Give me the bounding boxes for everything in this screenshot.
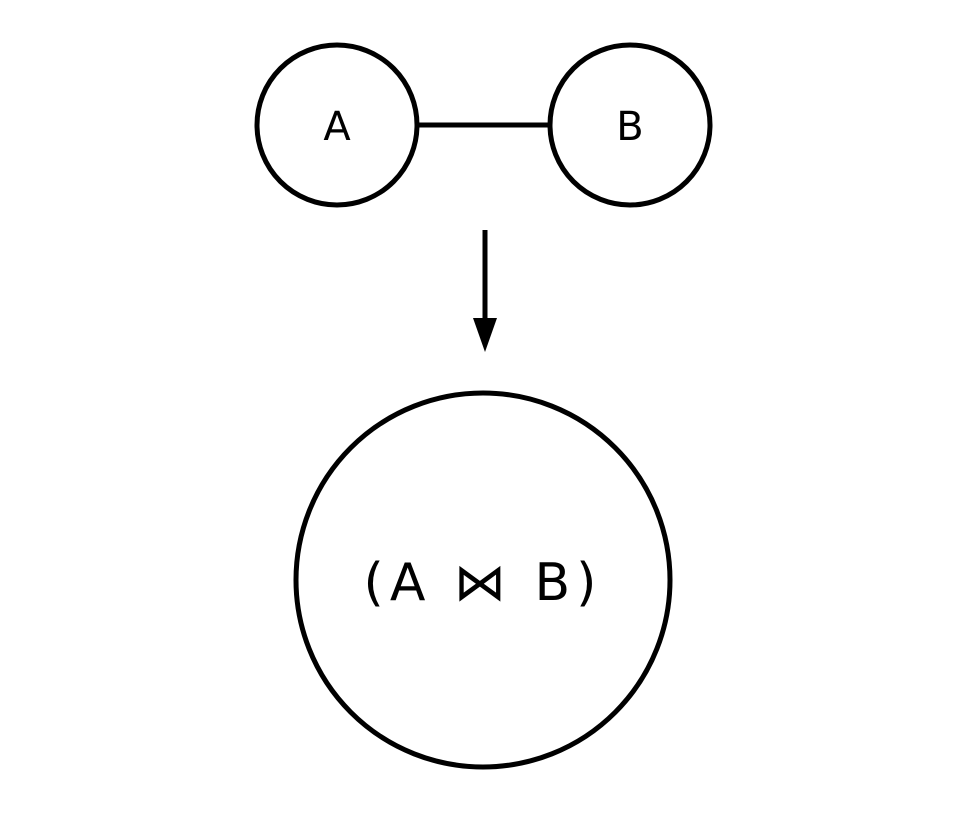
- node-b: B: [547, 42, 713, 208]
- transform-arrow: [473, 230, 497, 352]
- result-label: (A ⋈ B): [364, 553, 603, 613]
- node-b-circle: [547, 42, 713, 208]
- arrow-head: [473, 318, 497, 352]
- node-b-label: B: [616, 104, 643, 150]
- result-circle: [293, 390, 673, 770]
- node-a-label: A: [323, 104, 351, 150]
- node-a-circle: [254, 42, 420, 208]
- result-node: (A ⋈ B): [293, 390, 673, 770]
- node-a: A: [254, 42, 420, 208]
